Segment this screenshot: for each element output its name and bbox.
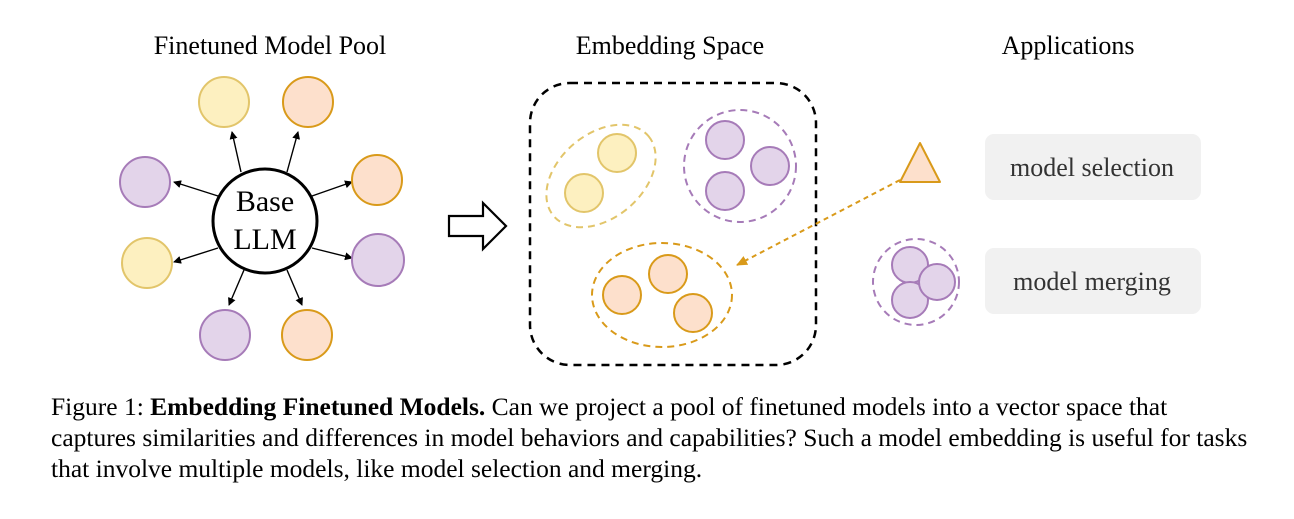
base-llm-line2: LLM [233, 223, 296, 256]
merge-point-purple [918, 263, 956, 301]
pool-arrows [173, 131, 353, 306]
model-circle-purple [119, 156, 171, 208]
cluster-boundary [683, 109, 797, 223]
model-point-yellow [597, 133, 637, 173]
cluster-orange [591, 242, 733, 348]
model-circle-orange [351, 154, 403, 206]
model-point-purple [705, 171, 745, 211]
arrow-to-model [311, 180, 353, 197]
cluster-yellow [545, 123, 657, 229]
selection-label: model selection [1010, 153, 1174, 182]
model-circle-orange [281, 309, 333, 361]
transform-arrow-icon [447, 200, 508, 252]
arrow-to-model [229, 131, 242, 173]
pool-title: Finetuned Model Pool [154, 31, 387, 60]
arrow-to-model [228, 269, 245, 306]
merge-boundary [872, 238, 960, 326]
arrow-to-model [311, 247, 353, 261]
base-llm-node: Base LLM [211, 167, 319, 275]
cluster-boundary [545, 123, 657, 229]
applications-title: Applications [1002, 31, 1135, 60]
caption-bold-title: Embedding Finetuned Models. [150, 392, 486, 421]
figure-caption: Figure 1: Embedding Finetuned Models. Ca… [51, 391, 1251, 484]
model-point-purple [705, 120, 745, 160]
selection-box [985, 134, 1201, 200]
arrow-to-model [173, 180, 219, 197]
cluster-purple [683, 109, 797, 223]
base-llm-circle [211, 167, 319, 275]
cluster-boundary [591, 242, 733, 348]
model-pool [119, 76, 405, 361]
figure-diagram: Finetuned Model Pool Embedding Space App… [119, 31, 1201, 367]
model-point-orange [602, 275, 642, 315]
arrow-to-model [286, 269, 303, 306]
caption-prefix: Figure 1: [51, 392, 151, 421]
arrow-to-model [173, 247, 219, 264]
caption-text: Can we project a pool of finetuned model… [51, 392, 1248, 483]
model-circle-purple [199, 309, 251, 361]
arrow-to-model [286, 131, 301, 173]
model-point-orange [648, 254, 688, 294]
embedding-space-box [528, 81, 818, 367]
model-point-yellow [564, 173, 604, 213]
query-model-triangle-icon [899, 142, 941, 183]
merging-box [985, 248, 1201, 314]
model-point-purple [750, 146, 790, 186]
model-circle-yellow [198, 76, 250, 128]
model-circle-orange [282, 76, 334, 128]
merging-label: model merging [1013, 267, 1171, 296]
model-point-orange [673, 293, 713, 333]
merge-point-purple [891, 281, 929, 319]
merged-model-icon [872, 238, 960, 326]
query-projection-arrow [736, 179, 901, 266]
base-llm-line1: Base [236, 185, 294, 218]
model-circle-yellow [121, 237, 173, 289]
embedding-title: Embedding Space [576, 31, 764, 60]
model-circle-purple [351, 233, 405, 287]
